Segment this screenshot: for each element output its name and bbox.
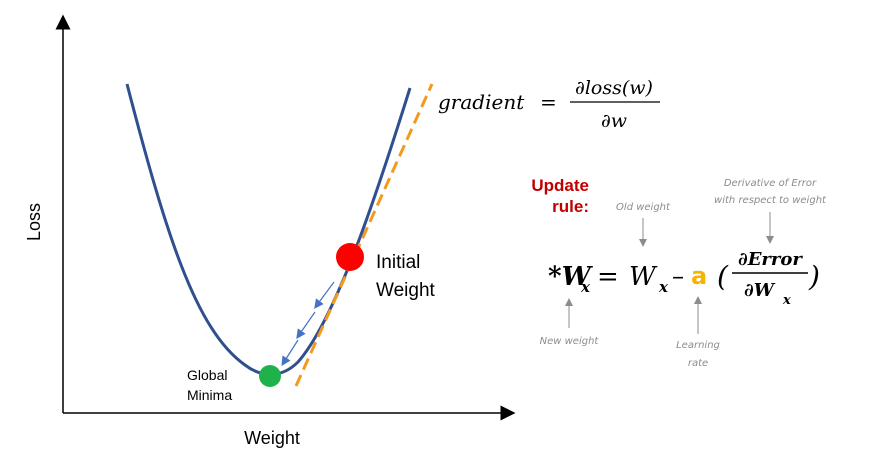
open-paren: ( xyxy=(717,260,729,293)
initial-weight-label-line1: Initial xyxy=(376,252,420,273)
derivative-note-line2: with respect to weight xyxy=(714,195,827,206)
learning-rate-note-line1: Learning xyxy=(676,340,720,351)
x-axis-label: Weight xyxy=(244,428,300,448)
error-numerator: ∂Error xyxy=(738,249,803,270)
gradient-numerator: ∂loss(w) xyxy=(575,77,653,99)
global-minima-point xyxy=(259,365,281,387)
error-denominator: ∂W xyxy=(744,280,776,301)
learning-rate-symbol: a xyxy=(691,262,707,290)
update-equals: = xyxy=(597,262,619,292)
update-minus: – xyxy=(672,262,684,290)
gradient-equals: = xyxy=(540,90,557,114)
update-rule-title-line2: rule: xyxy=(552,197,589,216)
step-arrow-2 xyxy=(296,311,316,339)
gradient-denominator: ∂w xyxy=(601,110,627,132)
step-arrow-1 xyxy=(314,281,335,309)
step-arrow-3 xyxy=(281,339,299,367)
new-weight-symbol: *W xyxy=(548,262,594,292)
y-axis-label: Loss xyxy=(24,203,44,241)
old-weight-subscript: x xyxy=(658,278,669,296)
update-rule-title-line1: Update xyxy=(531,176,589,195)
new-weight-note: New weight xyxy=(540,336,600,347)
new-weight-subscript: x xyxy=(580,278,591,296)
old-weight-note: Old weight xyxy=(616,202,671,213)
error-denominator-subscript: x xyxy=(782,293,791,308)
old-weight-symbol: W xyxy=(629,262,658,292)
gradient-lhs: gradient xyxy=(438,90,525,114)
learning-rate-note-line2: rate xyxy=(688,358,708,369)
derivative-note-line1: Derivative of Error xyxy=(724,178,817,189)
global-minima-label-line1: Global xyxy=(187,367,227,383)
global-minima-label-line2: Minima xyxy=(187,387,232,403)
initial-weight-label-line2: Weight xyxy=(376,280,436,301)
close-paren: ) xyxy=(808,260,820,293)
tangent-line xyxy=(294,83,434,387)
initial-weight-point xyxy=(336,243,364,271)
